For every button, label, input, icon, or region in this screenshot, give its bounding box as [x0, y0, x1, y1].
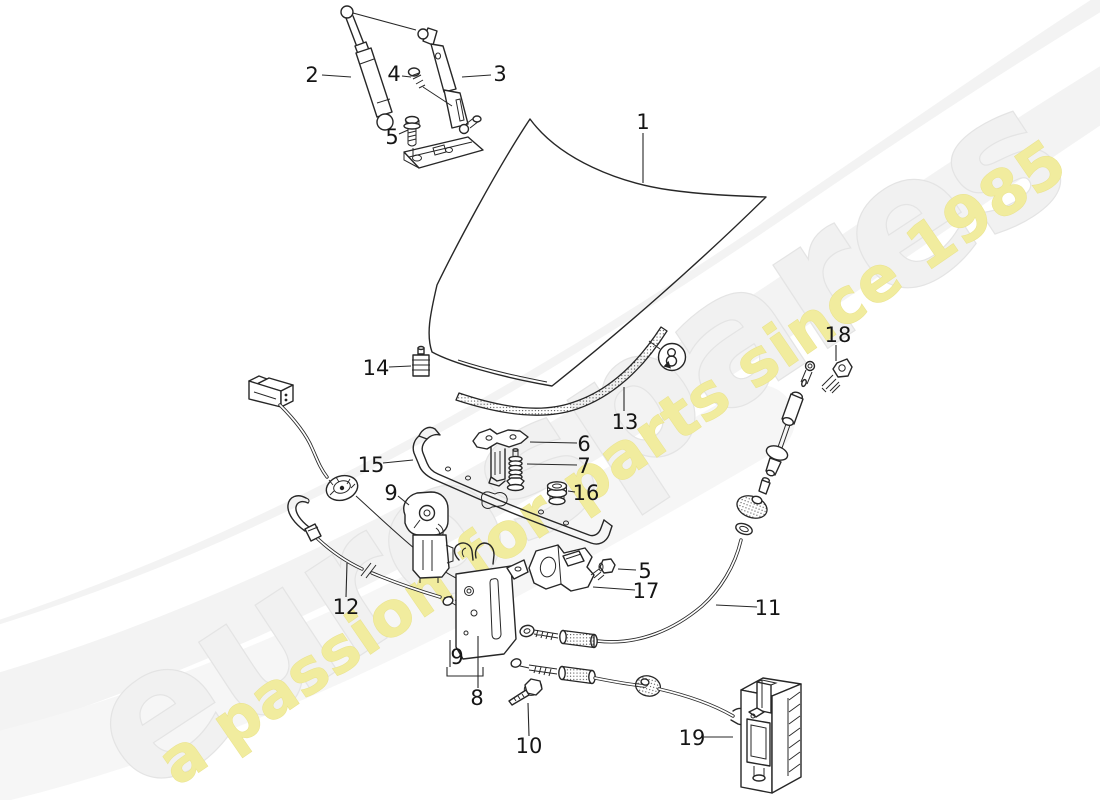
- part-13-seal: [455, 326, 668, 416]
- callout-label-part-15: 15: [358, 453, 385, 477]
- watermark-tagline: a passion for parts since 1985: [144, 125, 1079, 800]
- group-bracket-part-9: [446, 667, 484, 677]
- part-7-spring-screw: [506, 448, 525, 492]
- callout-label-part-1: 1: [636, 110, 649, 134]
- leader-line-part-4: [401, 75, 412, 78]
- leader-line-part-15: [382, 459, 414, 464]
- leader-line-part-14: [388, 365, 412, 368]
- part-18-screw: [821, 358, 853, 394]
- leader-line-part-3: [461, 74, 492, 78]
- part-14-buffer: [412, 345, 430, 377]
- part-12-release-cable: [248, 375, 491, 626]
- callout-label-part-19: 19: [679, 726, 706, 750]
- part-4-screw: [407, 67, 453, 107]
- callout-label-part-14: 14: [363, 356, 390, 380]
- leader-line-part-2: [321, 74, 352, 78]
- part-10-screw: [508, 678, 543, 706]
- leader-line-part-17: [592, 586, 636, 591]
- callout-label-part-12: 12: [333, 595, 360, 619]
- callout-label-part-3: 3: [493, 62, 506, 86]
- callout-label-part-5: 5: [385, 125, 398, 149]
- callout-label-part-13: 13: [612, 410, 639, 434]
- part-5-screw-top: [403, 115, 421, 156]
- part-15-frame: [412, 426, 613, 545]
- sealant-icon: [648, 340, 687, 372]
- callout-label-part-7: 7: [577, 454, 590, 478]
- callout-label-part-6: 6: [577, 432, 590, 456]
- part-3-hinge: [403, 27, 484, 169]
- part-11-bowden-cable: [519, 360, 816, 649]
- callout-label-part-10: 10: [516, 734, 543, 758]
- callout-label-part-11: 11: [755, 596, 782, 620]
- leader-line-part-10: [527, 702, 530, 737]
- leader-line-part-6: [529, 441, 578, 444]
- callout-label-part-18: 18: [825, 323, 852, 347]
- callout-label-part-2: 2: [305, 63, 318, 87]
- lock-cable: [510, 658, 750, 726]
- leader-line-part-9: [397, 495, 410, 506]
- leader-line-part-7: [526, 463, 578, 466]
- callout-label-part-16: 16: [573, 481, 600, 505]
- leader-line-part-12: [345, 562, 348, 598]
- leader-line-part-5: [617, 568, 637, 571]
- callout-label-part-8: 8: [470, 686, 483, 710]
- callout-label-part-17: 17: [633, 579, 660, 603]
- part-5-screw-bottom: [590, 558, 616, 581]
- part-2-gas-strut: [340, 5, 417, 131]
- part-6-bracket: [472, 428, 529, 487]
- part-1-hood: [428, 118, 767, 387]
- part-16-grommet: [546, 481, 568, 506]
- leader-line-part-11: [715, 604, 758, 608]
- part-19-lock: [740, 677, 802, 794]
- part-8-lock-bracket: [453, 542, 529, 660]
- callout-label-part-9: 9: [450, 645, 463, 669]
- callout-label-part-5: 5: [638, 559, 651, 583]
- part-17-bracket: [528, 544, 595, 592]
- leader-line-part-16: [567, 490, 576, 493]
- callout-label-part-9: 9: [384, 481, 397, 505]
- diagram-art: [248, 5, 853, 794]
- part-9-latch: [403, 491, 454, 583]
- callout-label-part-4: 4: [387, 62, 400, 86]
- leader-line-part-5: [398, 129, 409, 135]
